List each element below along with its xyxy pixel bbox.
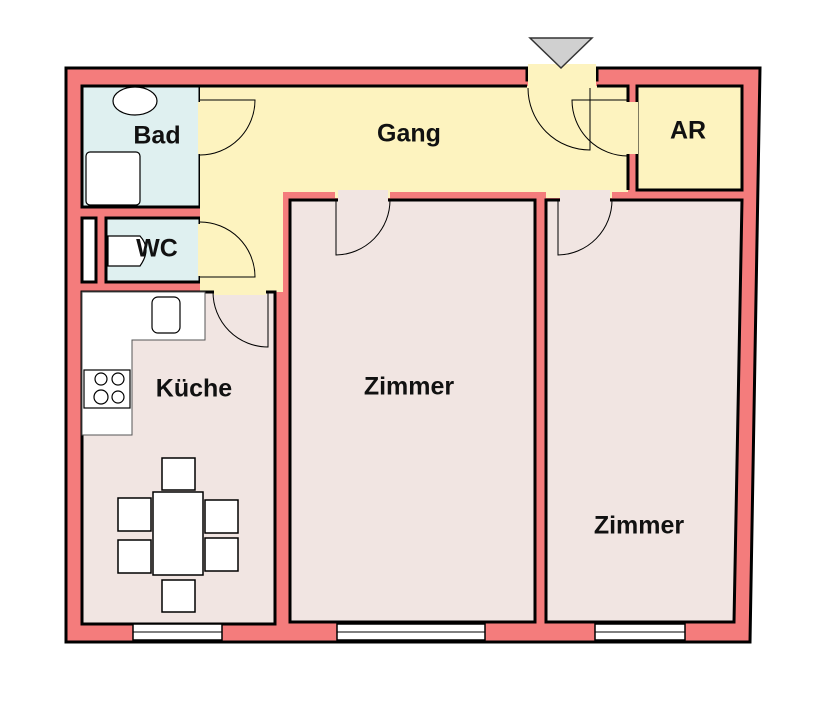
label-wc: WC [136, 234, 178, 263]
room-gang [200, 86, 628, 292]
shaft [80, 216, 98, 284]
label-zimmer-1: Zimmer [363, 372, 455, 401]
door-zimmer-1 [335, 199, 391, 256]
label-kueche: Küche [155, 374, 233, 403]
dining-table-icon [117, 457, 239, 613]
stove-icon [83, 369, 131, 409]
label-bad: Bad [133, 121, 181, 150]
door-kueche [212, 291, 269, 348]
door-bad [199, 99, 256, 156]
shower-icon [85, 151, 141, 206]
room-ar [635, 84, 744, 192]
door-wc [199, 221, 256, 278]
washbasin-icon [112, 86, 158, 116]
sink-icon [151, 296, 181, 334]
door-zimmer-2 [557, 199, 613, 256]
label-gang: Gang [377, 119, 441, 148]
toilet-icon [107, 235, 147, 267]
label-ar: AR [669, 116, 707, 145]
room-zimmer-1 [288, 198, 537, 624]
label-zimmer-2: Zimmer [593, 511, 685, 540]
room-zimmer-2 [544, 198, 744, 624]
door-entrance [527, 87, 591, 151]
entrance-arrow-icon [528, 37, 594, 70]
door-ar [571, 99, 629, 157]
